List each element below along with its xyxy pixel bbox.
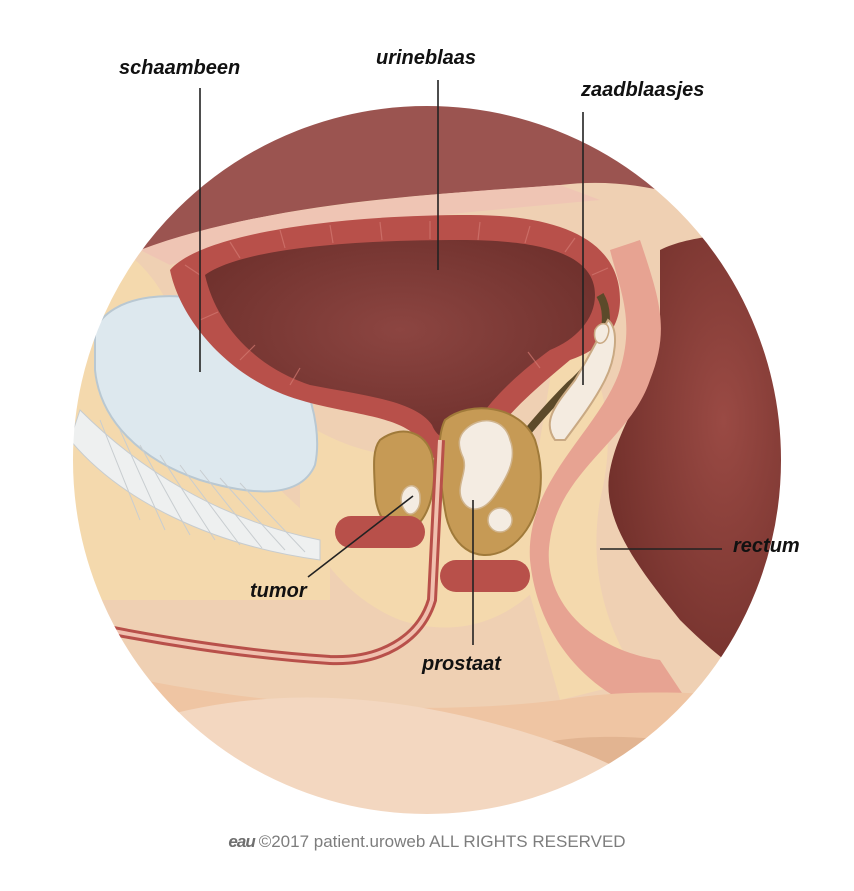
- label-bladder: urineblaas: [376, 47, 477, 69]
- label-seminal-vesicles: zaadblaasjes: [581, 79, 705, 101]
- anatomy-circle: [72, 105, 782, 815]
- tumor: [400, 485, 421, 515]
- label-prostate: prostaat: [422, 653, 501, 675]
- label-pubic-bone: schaambeen: [119, 57, 241, 79]
- eau-logo: eau: [228, 832, 255, 851]
- copyright-text: ©2017 patient.uroweb ALL RIGHTS RESERVED: [258, 832, 626, 851]
- label-tumor: tumor: [250, 580, 307, 602]
- bladder-lumen: [205, 240, 595, 440]
- leader-lines: [199, 80, 722, 645]
- rectum: [608, 235, 782, 700]
- copyright-footer: eau©2017 patient.uroweb ALL RIGHTS RESER…: [0, 832, 854, 852]
- label-rectum: rectum: [733, 535, 800, 557]
